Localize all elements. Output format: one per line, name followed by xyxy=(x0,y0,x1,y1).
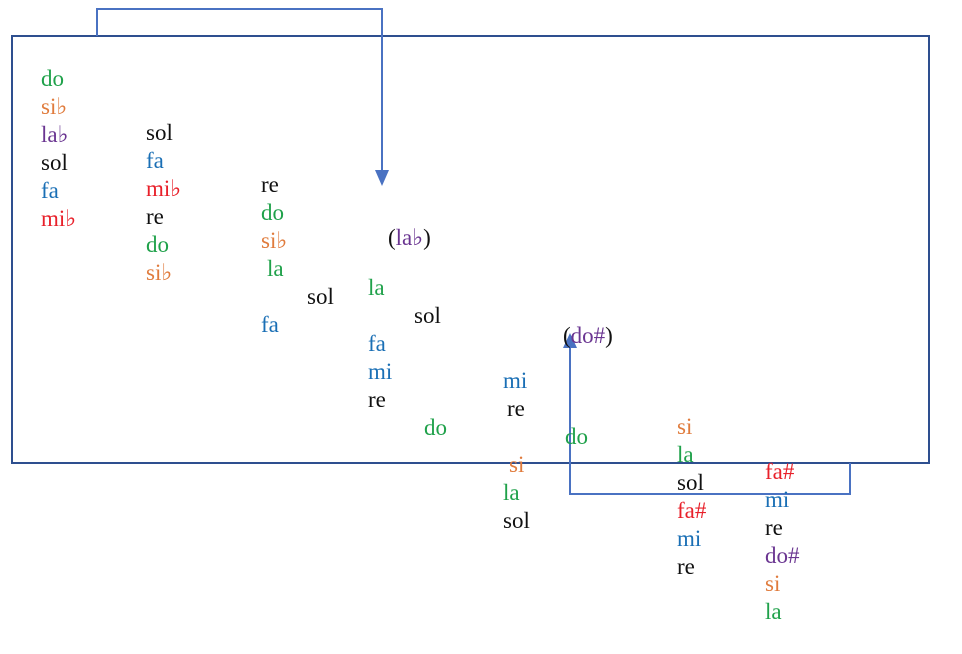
note: fa# xyxy=(677,498,707,523)
note: mi♭ xyxy=(146,176,182,201)
bottom-arrow-head xyxy=(563,333,577,348)
note: re xyxy=(677,554,695,579)
row-6: (do#) xyxy=(540,294,613,378)
row-4: (la♭) xyxy=(365,196,431,280)
bottom-connector-line xyxy=(569,346,851,495)
outer-frame xyxy=(11,35,930,464)
note: fa xyxy=(146,148,164,173)
note: si xyxy=(509,452,525,477)
note: fa xyxy=(41,178,59,203)
note: fa# xyxy=(765,459,795,484)
row-8: si la sol fa# mi re xyxy=(654,385,706,609)
note: do xyxy=(565,424,588,449)
note: sol xyxy=(41,150,68,175)
note: la xyxy=(267,256,284,281)
note: do xyxy=(41,66,64,91)
row-9: fa# mi re do# si la xyxy=(742,430,800,654)
note: si xyxy=(765,571,781,596)
row-1: do si♭ la♭ sol fa mi♭ xyxy=(18,37,76,261)
diagram-lines xyxy=(11,8,930,495)
note: la♭ xyxy=(41,122,69,147)
note: ) xyxy=(605,323,613,348)
note: mi xyxy=(368,359,393,384)
solfege-diagram: do si♭ la♭ sol fa mi♭ sol fa mi♭ re do s… xyxy=(11,8,930,624)
note: si♭ xyxy=(261,228,288,253)
note: do xyxy=(146,232,169,257)
note: do xyxy=(261,200,284,225)
note: sol xyxy=(503,508,530,533)
note: si♭ xyxy=(41,94,68,119)
note: sol xyxy=(307,284,334,309)
note: sol xyxy=(414,303,441,328)
note: si xyxy=(677,414,693,439)
note: do# xyxy=(765,543,800,568)
note: mi xyxy=(503,368,528,393)
note: fa xyxy=(261,312,279,337)
note: re xyxy=(146,204,164,229)
row-7: mi re do si la sol xyxy=(480,339,588,563)
note: re xyxy=(368,387,386,412)
note: mi xyxy=(677,526,702,551)
note: re xyxy=(507,396,525,421)
note: ( xyxy=(563,323,571,348)
note: si♭ xyxy=(146,260,173,285)
note: do xyxy=(424,415,447,440)
note: re xyxy=(765,515,783,540)
note: mi♭ xyxy=(41,206,77,231)
note: ) xyxy=(423,225,431,250)
note: sol xyxy=(146,120,173,145)
note: la xyxy=(765,599,782,624)
note: ( xyxy=(388,225,396,250)
note: la♭ xyxy=(395,225,424,250)
note: fa xyxy=(368,331,386,356)
note: mi xyxy=(765,487,790,512)
note: la xyxy=(677,442,694,467)
note: la xyxy=(368,275,385,300)
row-2: sol fa mi♭ re do si♭ xyxy=(123,91,181,315)
top-connector-line xyxy=(96,8,383,172)
top-arrow-head xyxy=(375,170,389,186)
note: sol xyxy=(677,470,704,495)
note: re xyxy=(261,172,279,197)
note: la xyxy=(503,480,520,505)
row-5: la sol fa mi re do xyxy=(345,246,447,470)
row-3: re do si♭ la sol fa xyxy=(238,143,334,367)
note: do# xyxy=(570,323,606,348)
